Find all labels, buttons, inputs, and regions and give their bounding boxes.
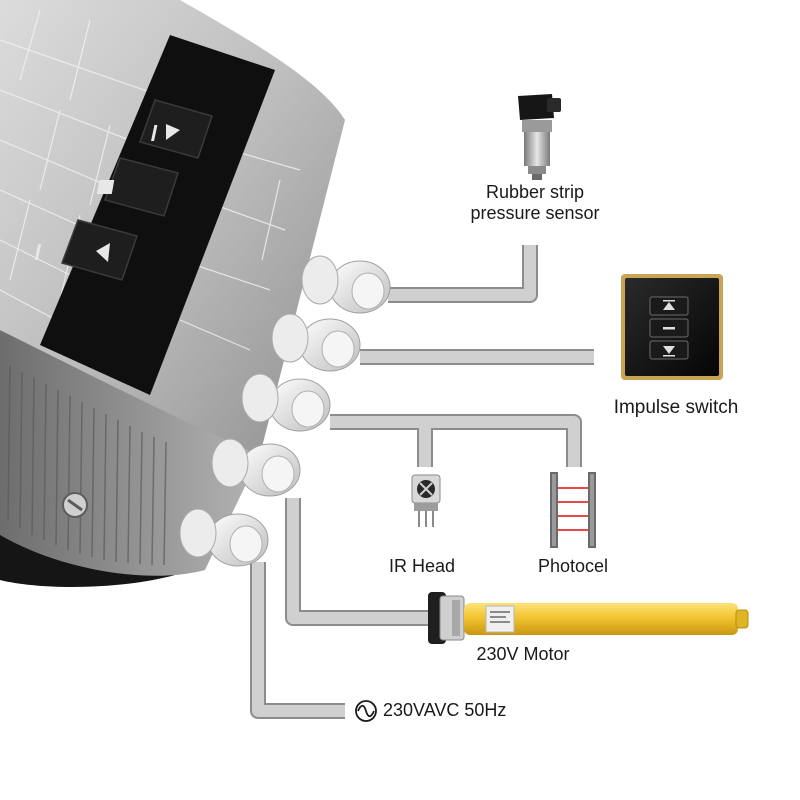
pressure-sensor-label-line1: Rubber strip [485, 182, 585, 202]
cable-gland-1 [301, 255, 391, 314]
photocell-label: Photocel [537, 556, 609, 576]
stop-icon [96, 157, 179, 217]
impulse-switch-label: Impulse switch [613, 397, 739, 418]
stop-bar-icon [649, 318, 689, 338]
cable-glands [179, 255, 391, 567]
pressure-sensor-label: Rubber strip pressure sensor [470, 182, 599, 224]
wires [250, 245, 594, 719]
pressure-sensor-icon [518, 94, 561, 180]
ir-head-icon [411, 474, 441, 527]
wire-power [250, 562, 345, 719]
motor-label: 230V Motor [476, 644, 570, 664]
down-arrow-icon [649, 340, 689, 360]
cable-gland-3 [241, 373, 331, 432]
motor-icon [428, 592, 749, 644]
power-label: 230VAVC 50Hz [383, 700, 507, 720]
photocell-icon [550, 472, 596, 548]
up-arrow-icon [649, 296, 689, 316]
cable-gland-4 [211, 438, 301, 497]
controller-buttons [34, 99, 213, 281]
ac-sine-wave-icon [355, 700, 377, 722]
wire-pressure-sensor [388, 245, 538, 303]
previous-icon [34, 219, 138, 281]
ir-head-label: IR Head [388, 556, 456, 576]
cable-gland-5 [179, 508, 269, 567]
cable-gland-2 [271, 313, 361, 372]
wire-ir-photocell [330, 414, 582, 467]
screw-icon [62, 492, 88, 518]
play-next-icon [139, 99, 213, 159]
pressure-sensor-label-line2: pressure sensor [470, 203, 600, 223]
impulse-switch-icon [621, 274, 723, 380]
